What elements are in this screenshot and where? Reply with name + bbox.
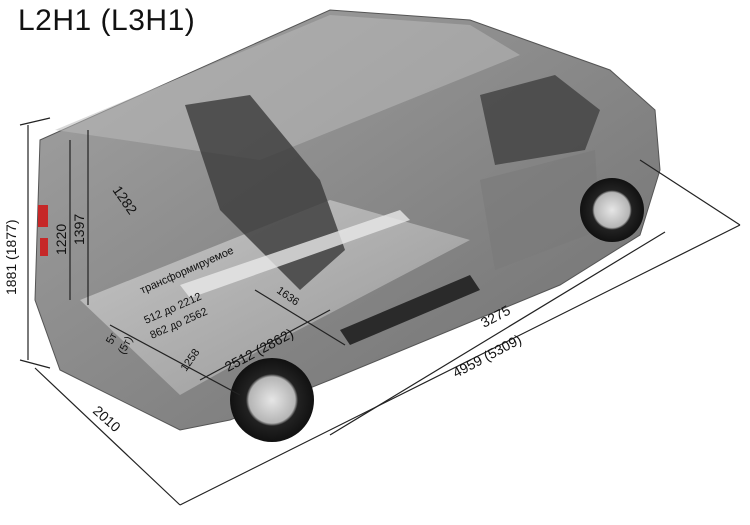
van-body	[34, 9, 661, 431]
model-title: L2H1 (L3H1)	[18, 4, 196, 37]
unit-left-1-label: 5т	[104, 331, 120, 346]
width-label: 2010	[90, 402, 124, 435]
cargo-height-label: 1397	[71, 214, 87, 245]
rear-door-height-label: 1220	[53, 224, 69, 255]
rear-wheel	[230, 358, 314, 442]
front-wheel	[580, 178, 644, 242]
overall-height-label: 1881 (1877)	[3, 219, 19, 295]
dimension-lines	[19, 117, 741, 506]
